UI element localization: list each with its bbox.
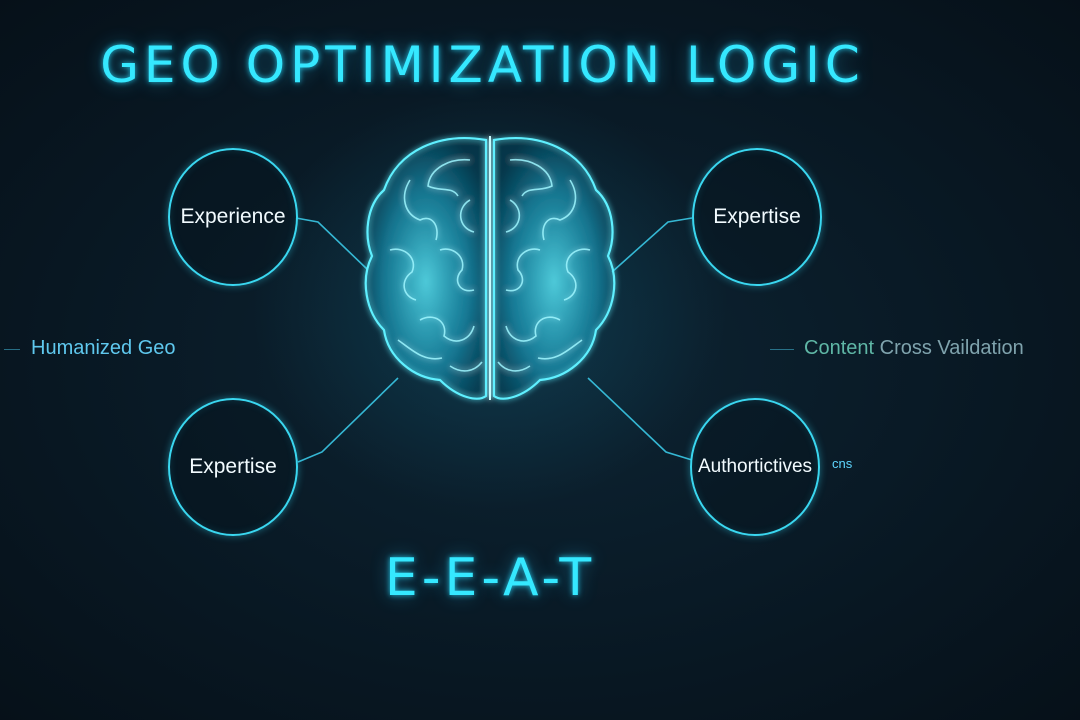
brain-icon [364,136,616,400]
right-side-label-part1: Content [804,337,875,359]
node-expertise-right: Expertise [692,148,822,286]
right-side-label: Content Cross Vaildation [804,337,1024,360]
node-expertise-left: Expertise [168,398,298,536]
node-experience: Experience [168,148,298,286]
node-experience-label: Experience [180,205,286,228]
connector-expertise-left [297,377,399,463]
connector-experience [295,217,369,271]
eeat-label: E-E-A-T [384,548,596,608]
diagram-title: GEO OPTIMIZATION LOGIC [100,36,865,94]
node-expertise-left-label: Expertise [189,455,277,478]
left-side-label: Humanized Geo [31,337,176,359]
node-authoritativeness: Authortictives [690,398,820,536]
right-side-label-part2: Cross Vaildation [879,337,1024,359]
right-side-dash [770,349,794,350]
node-authoritativeness-label: Authortictives [697,456,813,477]
left-side-dash [4,349,20,350]
node-expertise-right-label: Expertise [713,205,801,228]
small-note: cns [832,456,853,471]
connector-authoritativeness [587,377,693,461]
connector-expertise-right [611,217,693,273]
